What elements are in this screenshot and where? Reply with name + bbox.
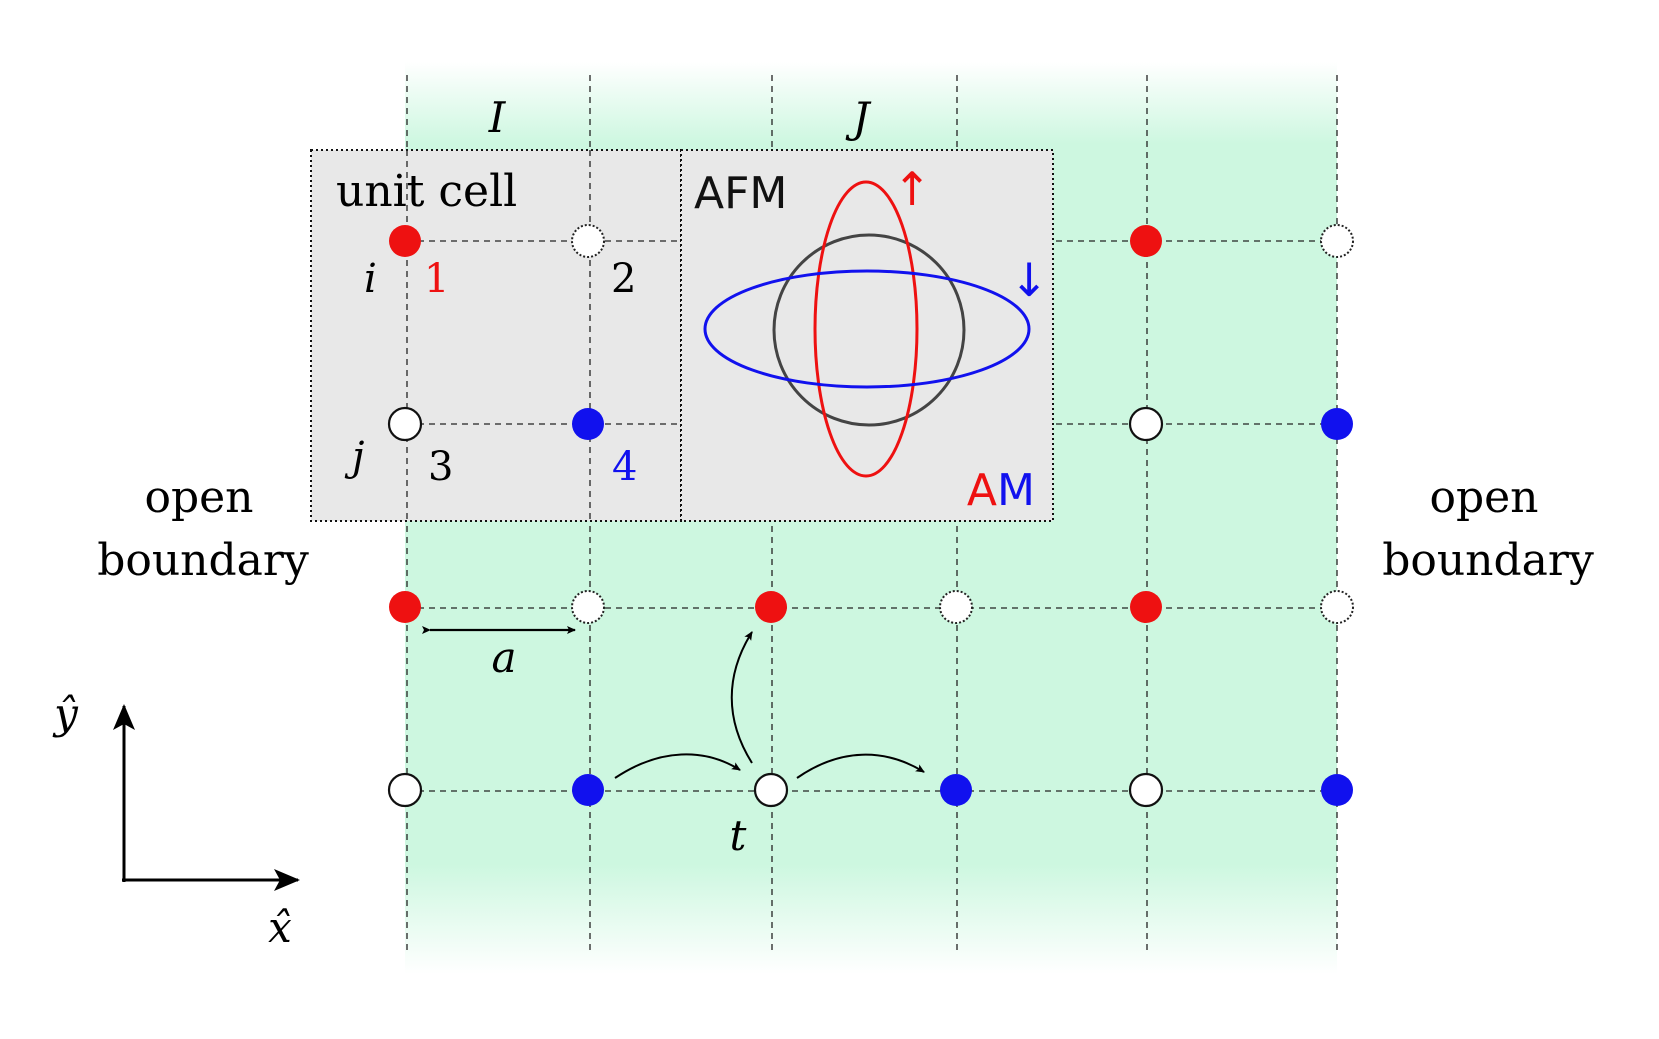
site-spin-down (1321, 774, 1353, 806)
hopping-label: t (730, 811, 747, 860)
am-label: AM (967, 465, 1035, 516)
sublattice-4: 4 (612, 444, 637, 490)
site-empty-dotted (1320, 590, 1354, 624)
site-spin-down (940, 774, 972, 806)
open-boundary-right-line2: boundary (1382, 535, 1594, 586)
afm-box (680, 149, 1054, 522)
open-boundary-left-line2: boundary (97, 535, 309, 586)
x-axis-label: x̂ (268, 903, 292, 952)
y-axis-label: ŷ (52, 689, 79, 738)
site-spin-up (755, 591, 787, 623)
site-empty (753, 772, 789, 808)
site-empty (1128, 406, 1164, 442)
cell-label-I: I (488, 93, 507, 142)
site-spin-down (572, 408, 604, 440)
hopping-arrow-3 (796, 753, 925, 779)
lattice-constant-label: a (491, 633, 516, 682)
site-spin-up (389, 225, 421, 257)
hopping-arrow-2 (730, 631, 753, 764)
site-empty (387, 406, 423, 442)
site-empty-dotted (571, 224, 605, 258)
site-empty (1128, 772, 1164, 808)
site-empty-dotted (939, 590, 973, 624)
site-empty (387, 772, 423, 808)
site-label-i: i (364, 256, 377, 302)
spin-down-arrow-label: ↓ (1010, 253, 1049, 307)
open-boundary-right-line1: open (1429, 472, 1538, 523)
site-spin-down (1321, 408, 1353, 440)
sites (387, 224, 1354, 808)
afm-circle (772, 233, 966, 427)
site-empty-dotted (571, 590, 605, 624)
am-label-a: A (967, 465, 997, 516)
site-spin-up (1130, 591, 1162, 623)
site-empty-dotted (1320, 224, 1354, 258)
spin-up-arrow-label: ↑ (893, 162, 932, 216)
spin-up-ellipse (813, 180, 919, 478)
site-spin-down (572, 774, 604, 806)
open-boundary-left-line1: open (144, 472, 253, 523)
sublattice-1: 1 (424, 256, 449, 302)
afm-label: AFM (694, 168, 787, 219)
site-spin-up (389, 591, 421, 623)
unit-cell-inner-lines (406, 150, 681, 521)
unit-cell-label: unit cell (336, 166, 517, 217)
am-label-m: M (997, 465, 1035, 516)
sublattice-3: 3 (428, 444, 453, 490)
sublattice-2: 2 (611, 256, 636, 302)
unit-cell-box (310, 149, 682, 522)
spin-down-ellipse (703, 269, 1031, 389)
site-spin-up (1130, 225, 1162, 257)
hopping-arrow-1 (614, 753, 741, 779)
